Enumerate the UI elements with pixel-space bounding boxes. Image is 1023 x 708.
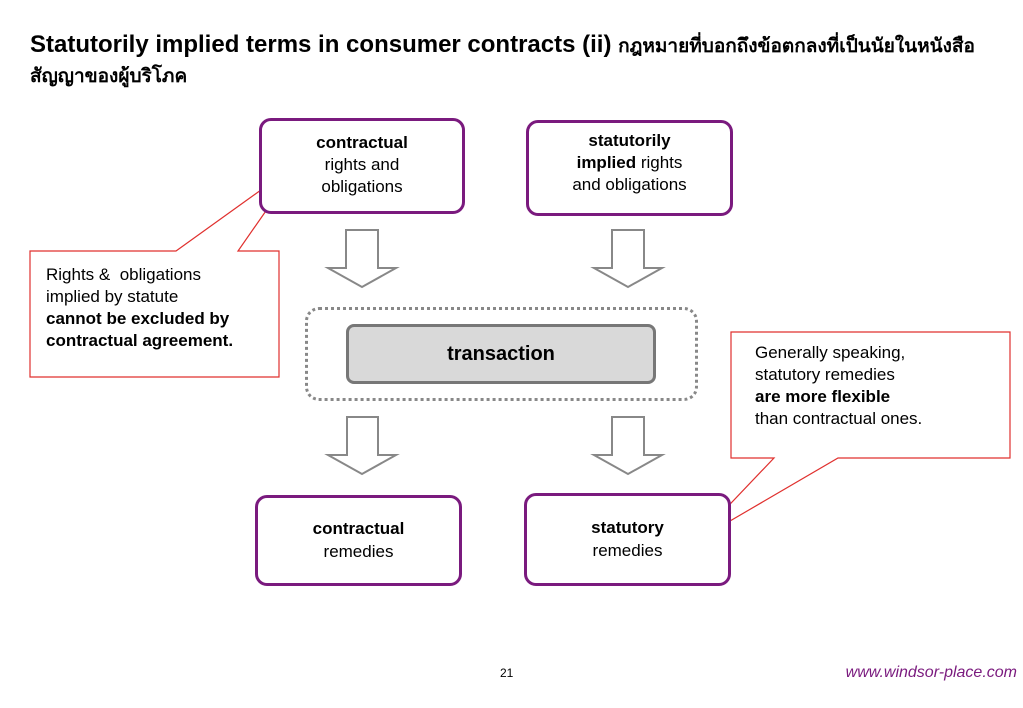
box-statutory-rights-line2: implied rights <box>577 152 683 174</box>
box-contractual-rights-line3: obligations <box>321 177 403 197</box>
website-link[interactable]: www.windsor-place.com <box>845 664 1017 681</box>
title-english: Statutorily implied terms in consumer co… <box>30 31 612 58</box>
callout-left-line4: contractual agreement. <box>46 331 234 351</box>
box-statutory-rights-line3: and obligations <box>572 175 687 195</box>
box-contractual-rights-line2: rights and <box>324 155 400 175</box>
callout-right-line3: are more flexible <box>755 387 891 407</box>
box-statutory-rights-bold1: statutorily <box>588 131 671 150</box>
callout-left-line1: Rights & obligations <box>46 265 201 284</box>
transaction-dotted-frame <box>305 307 698 401</box>
arrow-down-bottom-right <box>590 416 666 476</box>
callout-right-line4: than contractual ones. <box>755 409 923 429</box>
callout-left-line3: cannot be excluded by <box>46 309 230 329</box>
title-thai: กฎหมายที่บอกถึงข้อตกลงที่เป็นนัยในหนังสื… <box>30 35 975 87</box>
callout-left-line2: implied by statute <box>46 287 179 307</box>
box-statutory-rights: statutorily implied rights and obligatio… <box>526 120 733 216</box>
box-contractual-remedies-rest: remedies <box>323 541 394 561</box>
box-contractual-rights: contractual rights and obligations <box>259 118 465 214</box>
callout-left-shape <box>29 161 301 378</box>
callout-right-line1: Generally speaking, <box>755 343 906 362</box>
box-statutory-remedies-rest: remedies <box>592 540 663 560</box>
box-transaction: transaction <box>346 324 656 384</box>
box-contractual-remedies-bold: contractual <box>312 519 405 539</box>
callout-left-text: Rights & obligations implied by statute … <box>46 264 286 352</box>
callout-right-text: Generally speaking, statutory remedies a… <box>755 342 985 430</box>
arrow-down-top-left <box>324 229 400 289</box>
callout-right-shape <box>693 331 1011 543</box>
arrow-down-bottom-left <box>324 416 400 476</box>
callout-right-line2: statutory remedies <box>755 365 895 385</box>
arrow-down-top-right <box>590 229 666 289</box>
page-number: 21 <box>500 666 514 680</box>
box-contractual-remedies: contractual remedies <box>255 495 462 586</box>
box-statutory-remedies: statutory remedies <box>524 493 731 586</box>
box-statutory-rights-line2-rest: rights <box>636 153 683 173</box>
page-title: Statutorily implied terms in consumer co… <box>30 30 1010 90</box>
box-contractual-rights-bold: contractual <box>316 133 408 152</box>
box-statutory-rights-bold2: implied <box>576 153 637 173</box>
box-statutory-remedies-bold: statutory <box>591 518 664 538</box>
